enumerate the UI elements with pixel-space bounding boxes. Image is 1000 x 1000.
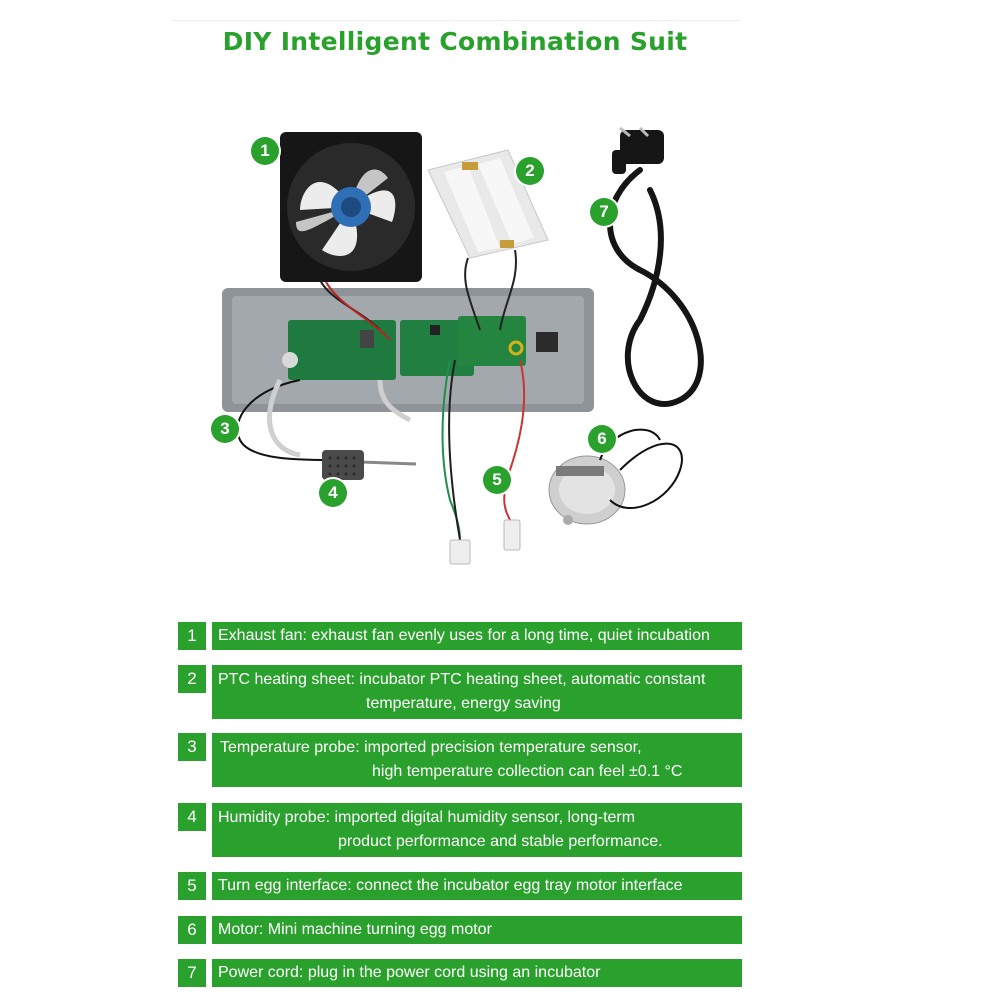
item-line-2: temperature, energy saving	[366, 695, 561, 712]
item-description: PTC heating sheet: incubator PTC heating…	[212, 665, 742, 719]
item-description: Motor: Mini machine turning egg motor	[212, 916, 742, 944]
item-description: Temperature probe: imported precision te…	[212, 733, 742, 787]
power-cord-icon	[607, 167, 704, 407]
badge-2: 2	[516, 157, 544, 185]
item-number: 1	[178, 622, 206, 650]
item-line-1: Motor: Mini machine turning egg motor	[218, 921, 492, 938]
item-number: 5	[178, 872, 206, 900]
item-line-1: PTC heating sheet: incubator PTC heating…	[218, 671, 706, 688]
humidity-probe-icon	[322, 450, 364, 480]
page-title: DIY Intelligent Combination Suit	[222, 27, 688, 56]
item-line-1: Turn egg interface: connect the incubato…	[218, 877, 683, 894]
item-line-1: Humidity probe: imported digital humidit…	[218, 809, 636, 826]
badge-7: 7	[590, 198, 618, 226]
item-line-2: product performance and stable performan…	[338, 833, 663, 850]
item-number: 6	[178, 916, 206, 944]
badge-4: 4	[319, 479, 347, 507]
item-line-1: Power cord: plug in the power cord using…	[218, 964, 601, 981]
item-line-1: Exhaust fan: exhaust fan evenly uses for…	[218, 627, 710, 644]
item-number: 7	[178, 959, 206, 987]
badge-1: 1	[251, 137, 279, 165]
item-description: Turn egg interface: connect the incubato…	[212, 872, 742, 900]
item-description: Humidity probe: imported digital humidit…	[212, 803, 742, 857]
badge-5: 5	[483, 466, 511, 494]
item-number: 3	[178, 733, 206, 761]
turning-egg-motor-icon	[548, 455, 626, 525]
badge-3: 3	[211, 415, 239, 443]
product-photo	[222, 126, 704, 565]
item-description: Exhaust fan: exhaust fan evenly uses for…	[212, 622, 742, 650]
badge-6: 6	[588, 425, 616, 453]
item-description: Power cord: plug in the power cord using…	[212, 959, 742, 987]
item-number: 2	[178, 665, 206, 693]
item-line-1: Temperature probe: imported precision te…	[220, 739, 642, 756]
egg-turn-connector-icon	[449, 519, 521, 565]
control-board-icon	[222, 288, 594, 412]
exhaust-fan-icon	[280, 132, 422, 282]
item-number: 4	[178, 803, 206, 831]
item-line-2: high temperature collection can feel ±0.…	[372, 763, 683, 780]
top-divider	[172, 20, 740, 21]
